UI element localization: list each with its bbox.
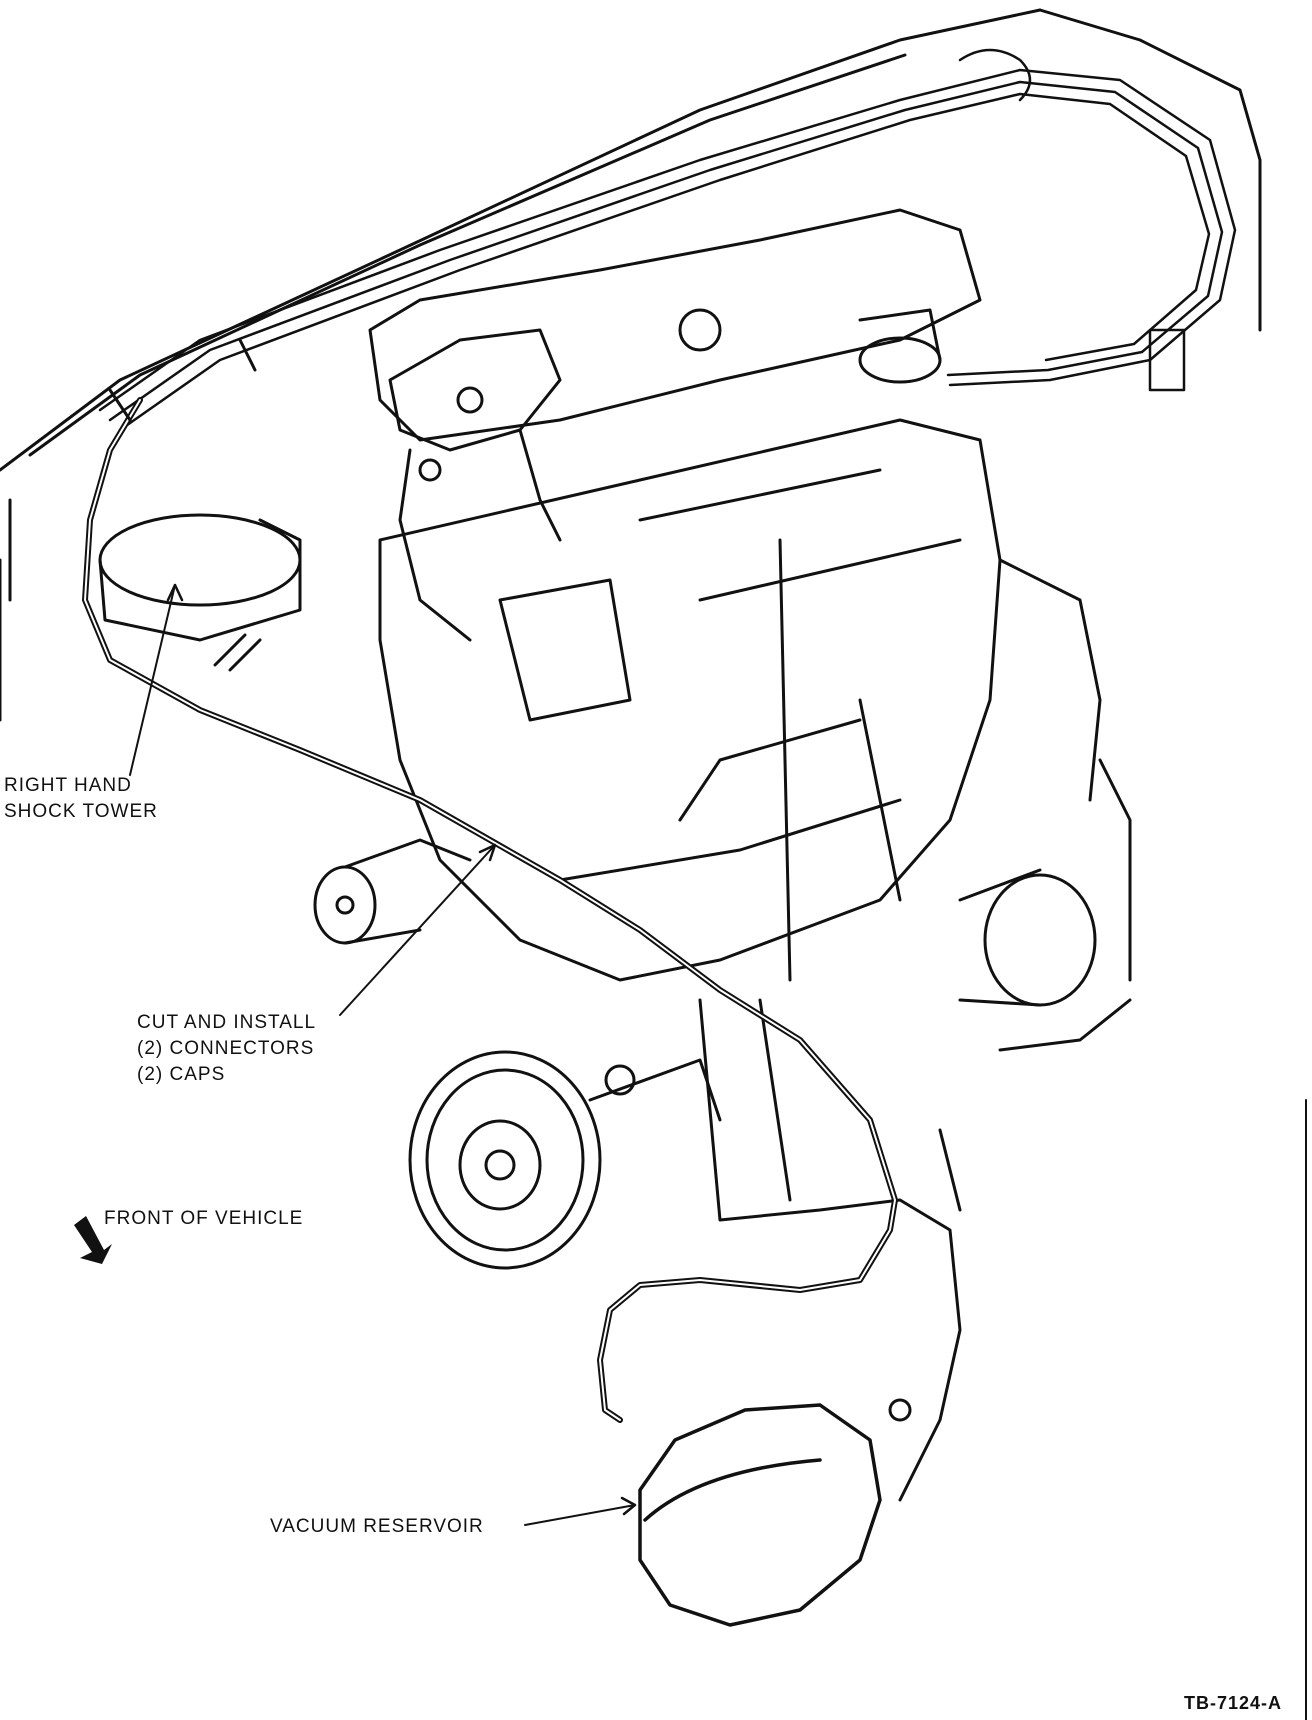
leader-reservoir — [524, 1504, 636, 1526]
vacuum-hose-inner — [84, 399, 896, 1421]
crankshaft-pulley — [408, 1050, 722, 1270]
vacuum-reservoir-label: VACUUM RESERVOIR — [270, 1516, 484, 1537]
figure-id-label: TB-7124-A — [1184, 1693, 1283, 1713]
hose-clamp — [108, 338, 262, 672]
leader-shock-tower — [129, 584, 176, 776]
engine-block — [378, 418, 1002, 982]
timing-cover — [698, 998, 962, 1502]
front-of-vehicle-label: FRONT OF VEHICLE — [104, 1208, 304, 1229]
shock-tower-label: RIGHT HAND SHOCK TOWER — [4, 775, 158, 822]
water-pump-pulley — [313, 838, 472, 945]
leader-lines — [129, 583, 637, 1526]
vacuum-reservoir — [638, 1403, 882, 1627]
wiring-harness — [98, 48, 1237, 432]
carburetor — [388, 328, 562, 642]
alternator — [958, 558, 1132, 1052]
arrow-icon — [74, 1216, 112, 1264]
fender-outline — [0, 8, 1262, 722]
valve-cover — [368, 208, 982, 442]
shock-tower — [98, 513, 302, 642]
leader-connectors — [339, 844, 496, 1016]
connectors-label: CUT AND INSTALL (2) CONNECTORS (2) CAPS — [137, 1012, 317, 1085]
